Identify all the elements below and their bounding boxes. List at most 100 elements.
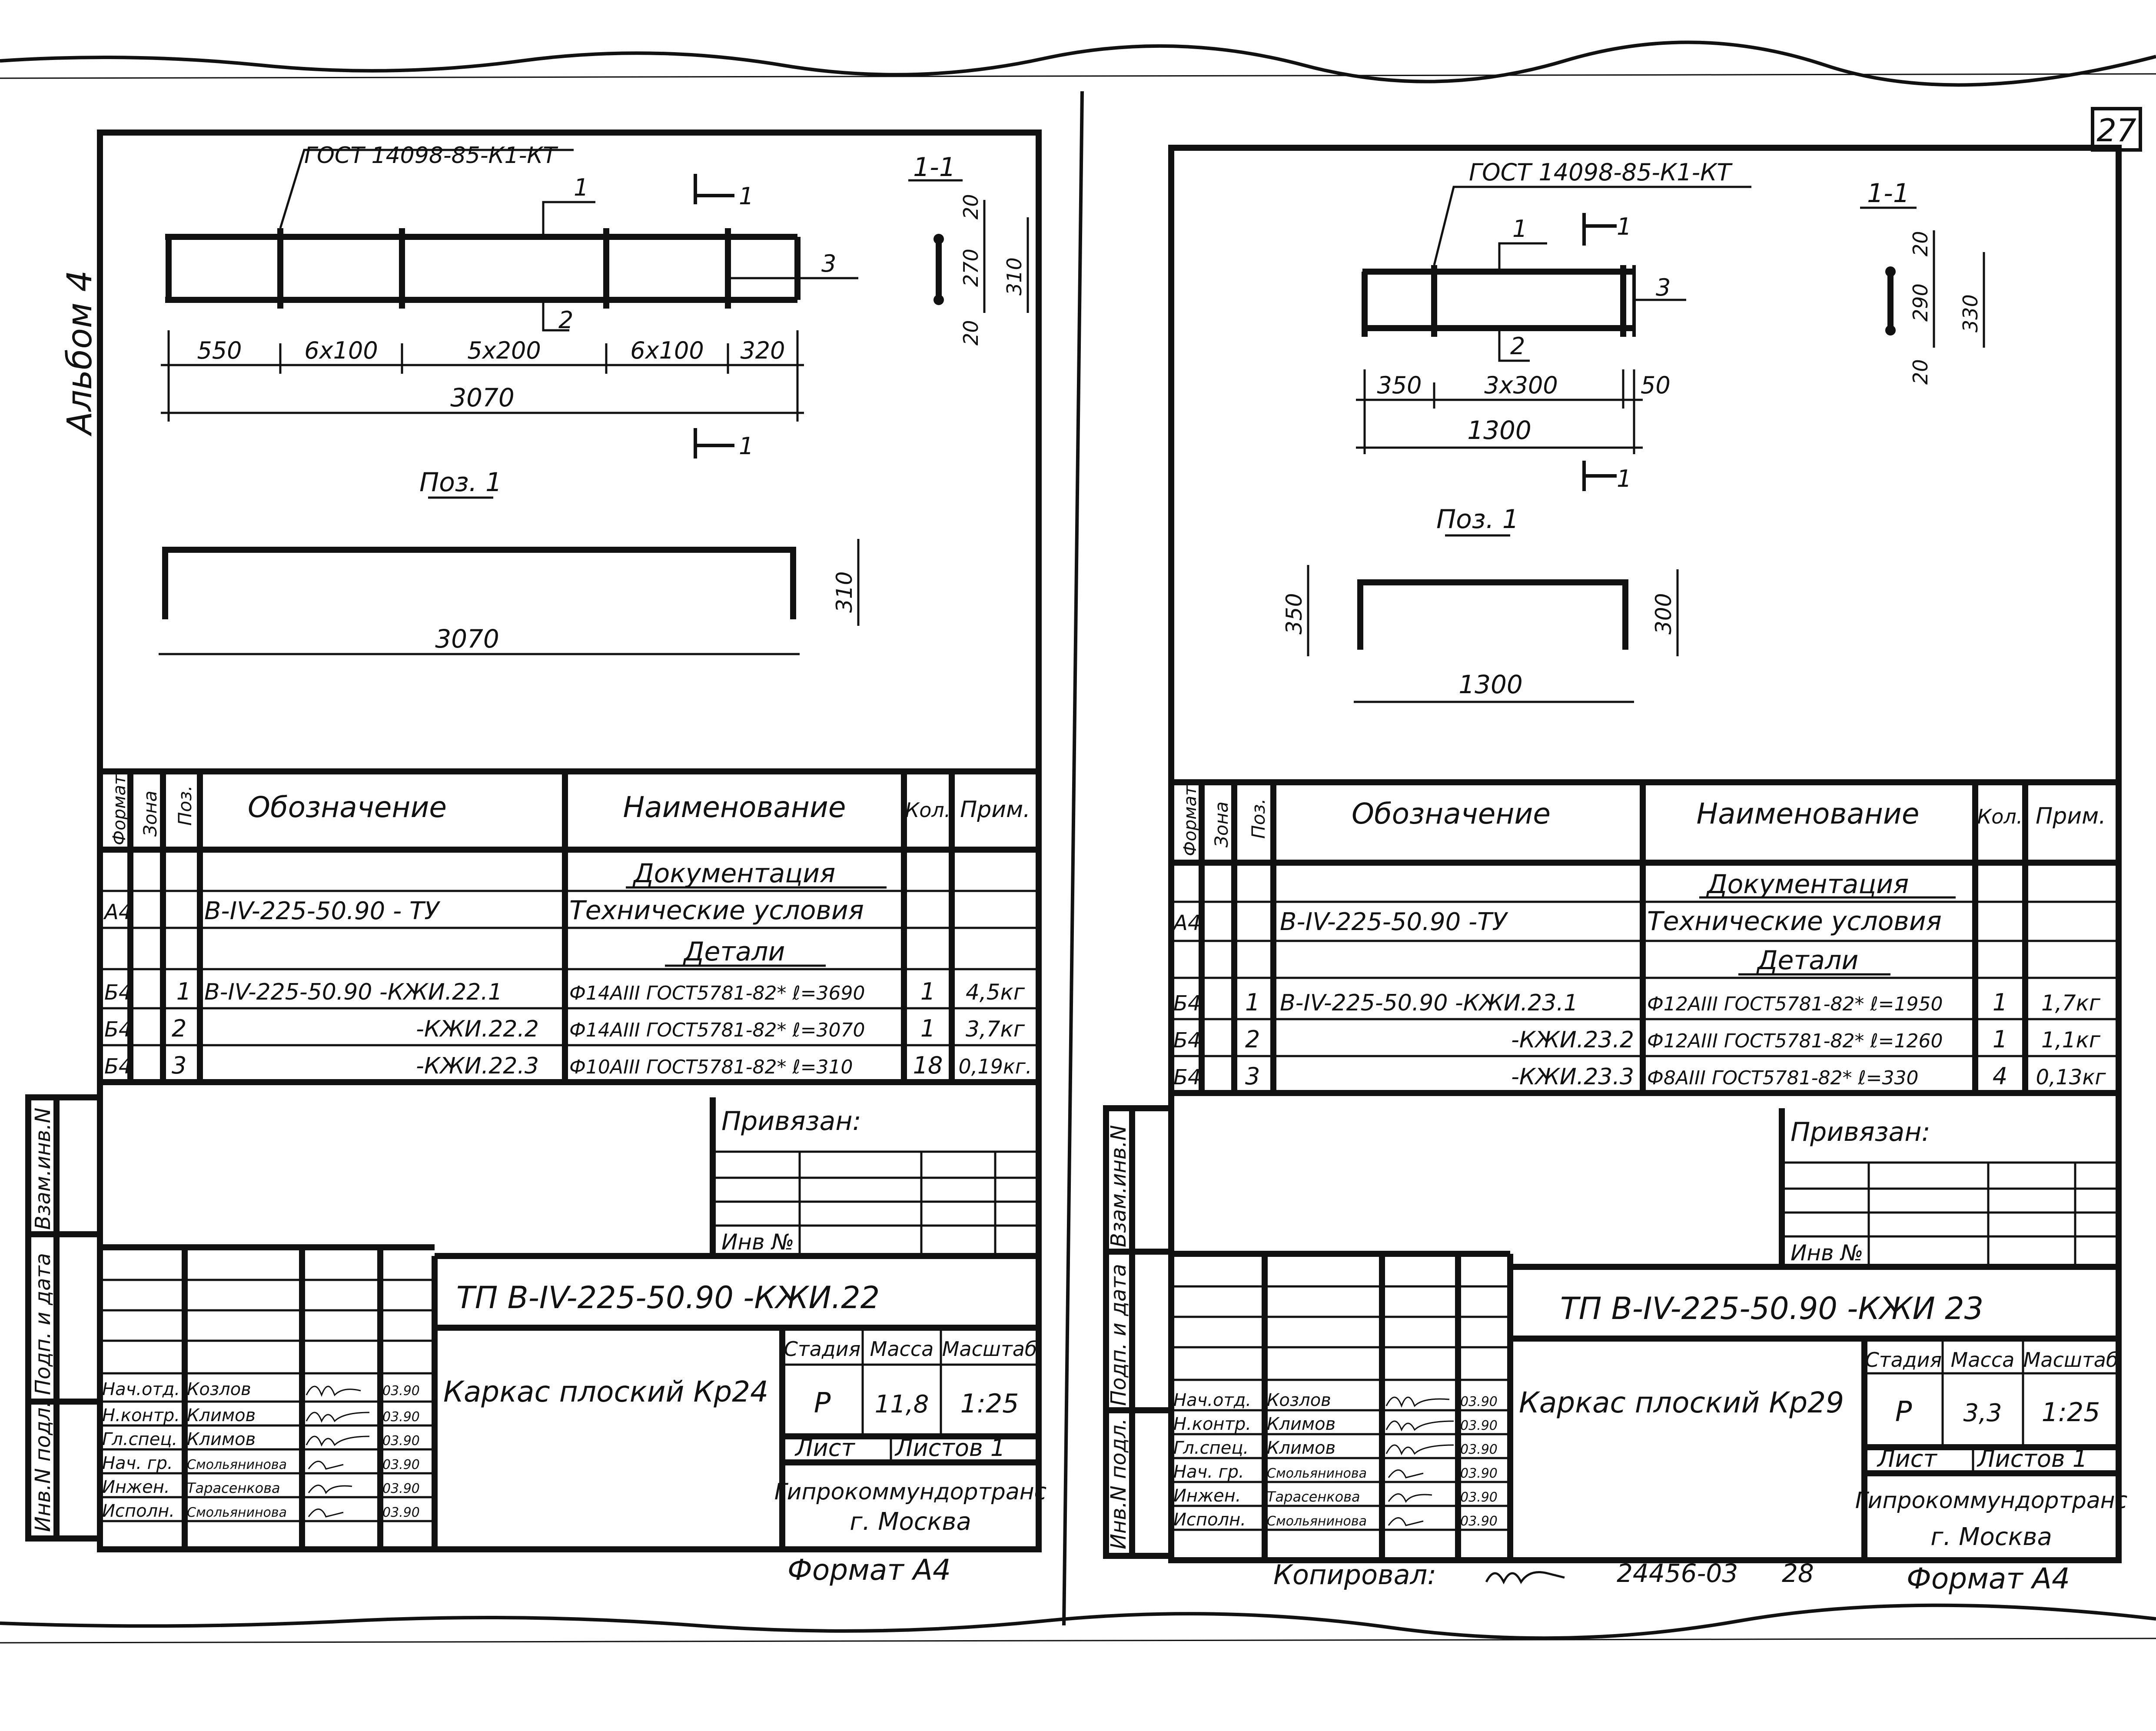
scan-edge-bottom xyxy=(0,1603,2156,1640)
tp-code: ТП В-IV-225-50.90 -КЖИ.22 xyxy=(456,1280,880,1316)
section-marker-top: 1 xyxy=(1617,213,1631,240)
row-format: А4 xyxy=(1172,911,1201,935)
col-note: Прим. xyxy=(2036,803,2106,829)
city: г. Москва xyxy=(1930,1523,2052,1551)
col-note: Прим. xyxy=(960,797,1030,823)
row-name: Ф14АIII ГОСТ5781-82* ℓ=3690 xyxy=(569,982,865,1004)
row-pos: 3 xyxy=(1245,1063,1260,1090)
handwritten-signature xyxy=(1385,1396,1450,1408)
dim-550: 550 xyxy=(197,337,242,364)
section-dim-270: 270 xyxy=(959,249,983,287)
row-format: Б4 xyxy=(1173,1028,1201,1053)
col-qty: Кол. xyxy=(905,798,951,822)
pos1-label: Поз. 1 xyxy=(1436,504,1519,535)
row-designation: В-IV-225-50.90 -ТУ xyxy=(1280,908,1508,936)
sheet-left-frame xyxy=(97,130,1042,1552)
side-label-inv-podl: Инв.N подл. xyxy=(31,1401,55,1532)
section-dim-290: 290 xyxy=(1909,283,1932,322)
pos1-label: Поз. 1 xyxy=(419,467,502,498)
scan-edge-bottom-2 xyxy=(0,1638,2156,1644)
handwritten-signature xyxy=(1388,1517,1424,1526)
sig-name: Козлов xyxy=(1267,1390,1331,1410)
dim-3x300: 3x300 xyxy=(1484,372,1558,399)
pos1-drawing-left: Поз. 1 3070 310 xyxy=(159,467,860,655)
row-note: 1,1кг xyxy=(2041,1027,2101,1053)
col-name: Наименование xyxy=(1697,797,1920,831)
side-stamp-left: Инв.N подл. Подп. и дата Взам.инв.N xyxy=(25,1094,103,1542)
inv-no-label: Инв № xyxy=(1791,1240,1863,1266)
row-name: Документация xyxy=(632,858,835,889)
side-label-vzam: Взам.инв.N xyxy=(31,1108,55,1230)
copied-by-label: Копировал: xyxy=(1273,1559,1436,1591)
scale-header: Масштаб xyxy=(942,1337,1037,1361)
pos2-leader xyxy=(1498,328,1530,362)
row-name: Технические условия xyxy=(1647,906,1942,937)
row-designation: -КЖИ.22.3 xyxy=(416,1053,539,1079)
col-format: Формат xyxy=(1180,785,1200,856)
handwritten-signature xyxy=(308,1485,352,1494)
handwritten-signature xyxy=(1388,1469,1424,1478)
side-label-inv-podl: Инв.N подл. xyxy=(1106,1418,1131,1549)
stage-value: Р xyxy=(1895,1396,1912,1428)
sig-date: 03.90 xyxy=(382,1433,420,1449)
row-name: Технические условия xyxy=(569,895,864,926)
sig-role: Исполн. xyxy=(102,1501,175,1521)
pos1-mark: 1 xyxy=(574,174,588,201)
pos1-height: 300 xyxy=(1651,593,1676,635)
row-note: 0,13кг xyxy=(2036,1065,2106,1090)
privyazan-label: Привязан: xyxy=(1791,1117,1930,1147)
sheet-right-frame xyxy=(1168,145,2122,1563)
handwritten-signature xyxy=(308,1508,344,1518)
format-label: Формат А4 xyxy=(1907,1562,2070,1595)
section-title: 1-1 xyxy=(1867,178,1910,209)
row-format: Б4 xyxy=(104,1017,132,1042)
row-name: Детали xyxy=(1756,945,1859,976)
handwritten-signature xyxy=(1385,1420,1454,1432)
row-qty: 1 xyxy=(920,1015,935,1042)
dim-50: 50 xyxy=(1641,372,1671,399)
copied-by-signature xyxy=(1485,1571,1565,1585)
weld-leader xyxy=(279,149,574,229)
pos1-leader xyxy=(1498,242,1547,272)
side-label-podp: Подп. и дата xyxy=(31,1253,55,1395)
scan-edge-top-2 xyxy=(0,73,2156,79)
row-name: Ф12АIII ГОСТ5781-82* ℓ=1950 xyxy=(1647,993,1943,1015)
sig-role: Гл.спец. xyxy=(1173,1438,1249,1458)
weld-spec: ГОСТ 14098-85-К1-КТ xyxy=(1469,159,1733,186)
section-bar-top xyxy=(1885,266,1896,277)
sig-date: 03.90 xyxy=(1460,1514,1498,1529)
row-pos: 3 xyxy=(172,1052,186,1079)
handwritten-signature xyxy=(308,1461,344,1470)
dim-5x200: 5x200 xyxy=(467,337,541,364)
row-qty: 18 xyxy=(913,1052,943,1079)
pos2-leader xyxy=(542,300,569,332)
section-dim-310: 310 xyxy=(1003,257,1026,296)
section-dim-20a: 20 xyxy=(1909,231,1932,256)
col-name: Наименование xyxy=(623,791,846,824)
scan-edge-top xyxy=(0,40,2156,87)
sig-name: Смольянинова xyxy=(1267,1514,1367,1529)
dim-total-value: 3070 xyxy=(450,383,515,412)
handwritten-signature xyxy=(1388,1493,1432,1503)
sheet-title: Каркас плоский Кр24 xyxy=(443,1375,768,1409)
row-pos: 2 xyxy=(1245,1026,1260,1053)
pos3-mark: 3 xyxy=(1656,274,1671,301)
row-designation: -КЖИ.23.3 xyxy=(1511,1064,1634,1090)
section-bar-top xyxy=(933,234,944,244)
section-dim-330: 330 xyxy=(1959,294,1982,332)
row-format: Б4 xyxy=(104,980,132,1005)
section-title: 1-1 xyxy=(913,152,956,183)
row-format: А4 xyxy=(103,900,132,924)
row-qty: 1 xyxy=(1993,989,2007,1016)
weld-spec: ГОСТ 14098-85-К1-КТ xyxy=(304,143,558,169)
row-name: Ф10АIII ГОСТ5781-82* ℓ=310 xyxy=(569,1056,853,1078)
sheet-title: Каркас плоский Кр29 xyxy=(1519,1386,1844,1419)
pos1-bar xyxy=(162,547,796,619)
col-zone: Зона xyxy=(1211,801,1232,847)
sig-date: 03.90 xyxy=(1460,1418,1498,1433)
dim-6x100-b: 6x100 xyxy=(630,337,704,364)
sig-date: 03.90 xyxy=(382,1409,420,1425)
sig-role: Н.контр. xyxy=(1173,1414,1251,1434)
frame-drawing-left: ГОСТ 14098-85-К1-КТ 1 2 3 1 1 550 6x100 xyxy=(161,143,1029,460)
